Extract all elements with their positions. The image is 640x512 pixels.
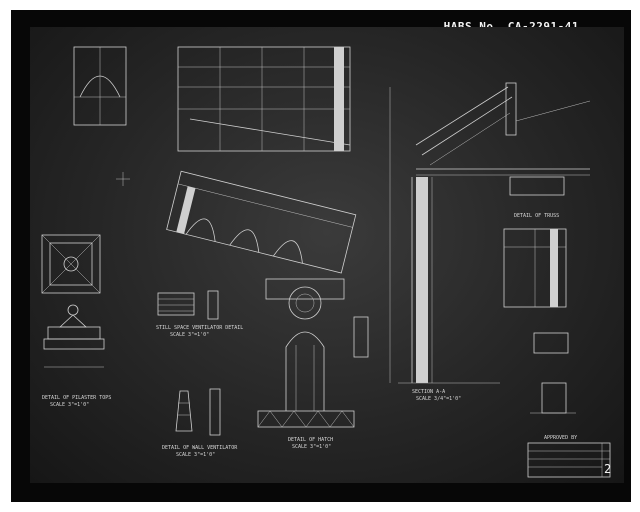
- wall-vent-caption: DETAIL OF WALL VENTILATOR: [162, 445, 238, 451]
- wall-elevation-drawing: [177, 46, 351, 152]
- wall-vent-scale: SCALE 3"=1'0": [176, 452, 215, 458]
- hatch-drawing: [257, 278, 369, 428]
- hatch-detail-scale: SCALE 3"=1'0": [292, 444, 331, 450]
- sheet-number: 2: [604, 462, 611, 476]
- title-block: [527, 442, 611, 478]
- truss-detail-caption: DETAIL OF TRUSS: [514, 213, 559, 219]
- truss-detail-drawing: [503, 176, 567, 308]
- blueprint-drawing-area: DETAIL OF PILASTER TOPS SCALE 3"=1'0" ST…: [30, 27, 624, 483]
- vent-detail-caption: STILL SPACE VENTILATOR DETAIL: [156, 325, 243, 331]
- pilaster-detail-scale: SCALE 3"=1'0": [50, 402, 89, 408]
- pilaster-top-drawing: [43, 304, 105, 368]
- blueprint-drawings: DETAIL OF PILASTER TOPS SCALE 3"=1'0" ST…: [41, 46, 611, 478]
- approved-caption: APPROVED BY: [544, 435, 577, 441]
- arcade-elevation-drawing: [166, 170, 357, 274]
- pilaster-elevation-drawing: [73, 46, 127, 126]
- pilaster-detail-caption: DETAIL OF PILASTER TOPS: [42, 395, 111, 401]
- section-a-a-drawing: [389, 82, 591, 384]
- misc-details-drawing: [530, 332, 576, 414]
- section-caption: SECTION A-A: [412, 389, 445, 395]
- vent-detail-scale: SCALE 3"=1'0": [170, 332, 209, 338]
- section-scale: SCALE 3/4"=1'0": [416, 396, 461, 402]
- pilaster-plan-drawing: [41, 234, 101, 294]
- reference-mark: [116, 172, 130, 186]
- wall-ventilator-drawing: [175, 388, 221, 436]
- hatch-detail-caption: DETAIL OF HATCH: [288, 437, 333, 443]
- ventilator-drawing: [157, 290, 219, 320]
